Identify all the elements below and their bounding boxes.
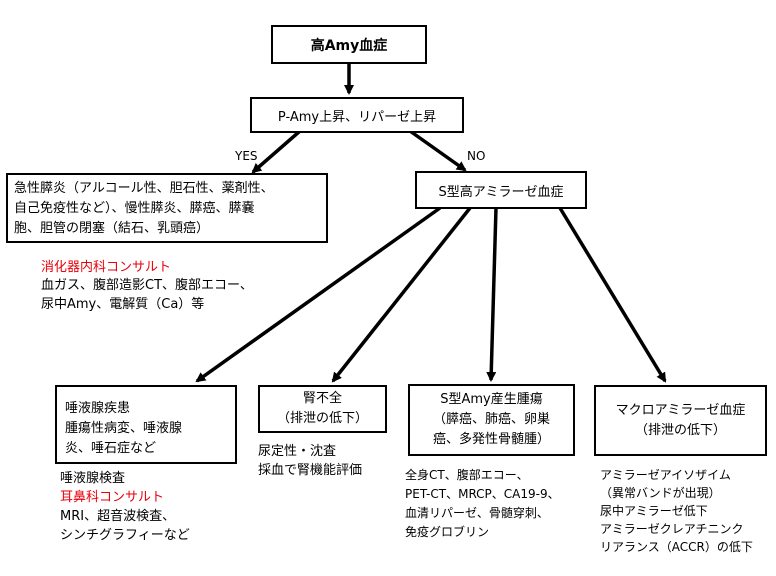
gi-consult-note: 消化器内科コンサルト (41, 260, 172, 275)
node-salivary-disease: 唾液腺疾患 腫瘍性病変、唾液腺 炎、唾石症など (55, 385, 237, 464)
edge-label-no: NO (467, 149, 486, 163)
node-macro-label: マクロアミラーゼ血症 （排泄の低下） (615, 402, 746, 438)
renal-tests-note: 尿定性・沈査 採血で腎機能評価 (258, 444, 363, 478)
arrow-yes (251, 129, 302, 174)
node-s-type-hyperamylasemia: S型高アミラーゼ血症 (415, 171, 587, 209)
salivary-test-note: 唾液腺検査 (60, 471, 126, 486)
node-pamy-label: P-Amy上昇、リパーゼ上昇 (277, 109, 437, 125)
node-macroamylasemia: マクロアミラーゼ血症 （排泄の低下） (594, 385, 767, 456)
node-salivary-label: 唾液腺疾患 腫瘍性病変、唾液腺 炎、唾石症など (65, 401, 183, 456)
node-renal-label: 腎不全 （排泄の低下） (276, 391, 368, 426)
node-pancreatitis: 急性膵炎（アルコール性、胆石性、薬剤性、 自己免疫性など）、慢性膵炎、膵癌、膵嚢… (6, 173, 328, 243)
node-s-type-label: S型高アミラーゼ血症 (438, 184, 564, 200)
node-hyperamylasemia-label: 高Amy血症 (310, 37, 388, 54)
arrow-to-salivary (195, 206, 442, 383)
node-hyperamylasemia: 高Amy血症 (271, 25, 427, 64)
macro-tests-note: アミラーゼアイソザイム （異常バンドが出現） 尿中アミラーゼ低下 アミラーゼクレ… (600, 468, 753, 554)
edge-label-yes: YES (235, 149, 258, 163)
ent-consult-note: 耳鼻科コンサルト (60, 490, 165, 505)
tumor-tests-note: 全身CT、腹部エコー、 PET-CT、MRCP、CA19-9、 血清リパーゼ、骨… (405, 468, 560, 539)
arrow-to-renal (331, 206, 472, 383)
node-pamy-lipase-elevated: P-Amy上昇、リパーゼ上昇 (250, 97, 464, 133)
node-renal-failure: 腎不全 （排泄の低下） (258, 385, 387, 433)
arrow-to-macro (558, 207, 667, 383)
salivary-imaging-note: MRI、超音波検査、 シンチグラフィーなど (60, 509, 190, 543)
node-s-amy-producing-tumor: S型Amy産生腫瘍 （膵癌、肺癌、卵巣 癌、多発性骨髄腫） (408, 384, 575, 456)
node-pancreatitis-label: 急性膵炎（アルコール性、胆石性、薬剤性、 自己免疫性など）、慢性膵炎、膵癌、膵嚢… (14, 181, 274, 236)
node-tumor-label: S型Amy産生腫瘍 （膵癌、肺癌、卵巣 癌、多発性骨髄腫） (432, 392, 550, 447)
arrow-to-tumor (486, 207, 498, 382)
arrow-no (408, 129, 467, 172)
gi-tests-note: 血ガス、腹部造影CT、腹部エコー、 尿中Amy、電解質（Ca）等 (41, 278, 253, 312)
